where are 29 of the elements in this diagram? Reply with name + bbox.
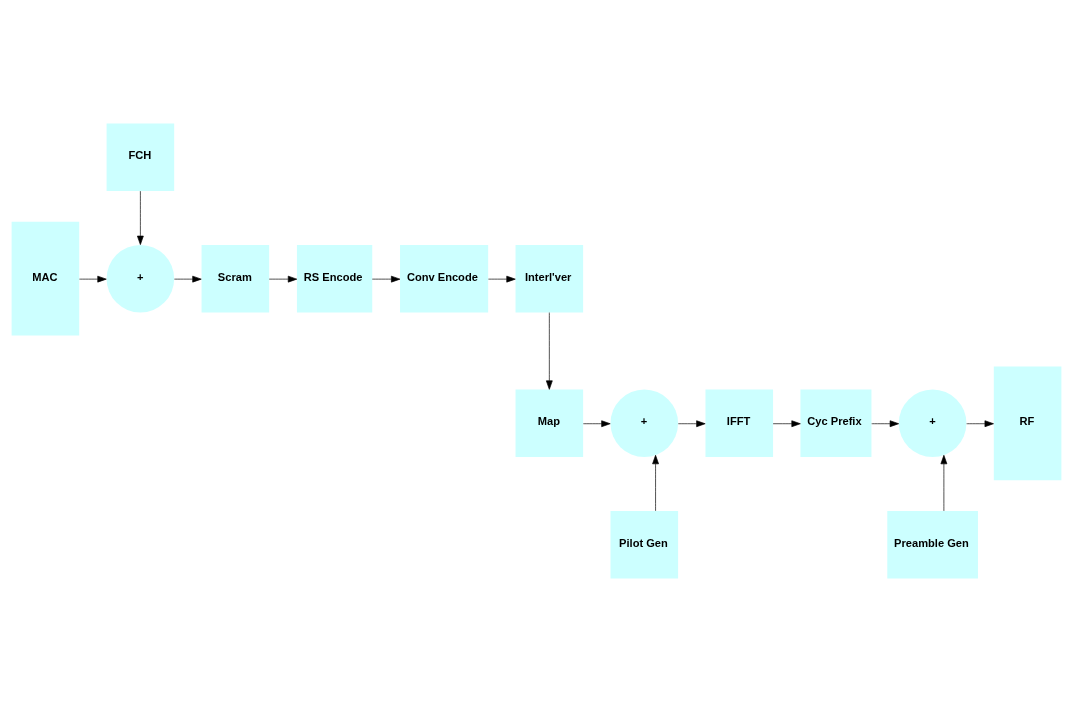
arrow (371, 275, 401, 283)
arrow (268, 275, 298, 283)
arrow (871, 420, 899, 428)
arrow (137, 190, 144, 245)
node-box: IFFT (705, 389, 774, 458)
node-box: Map (515, 389, 584, 458)
node-box: Cyc Prefix (800, 389, 872, 458)
node-circle: + (610, 389, 679, 458)
arrow (174, 275, 202, 283)
node-box: MAC (11, 221, 80, 336)
arrow (772, 420, 801, 428)
node-box: RF (993, 366, 1062, 481)
node-box: Preamble Gen (887, 511, 978, 579)
arrow (583, 420, 611, 428)
node-box: Conv Encode (400, 244, 489, 313)
node-box: RS Encode (296, 244, 373, 313)
node-circle: + (898, 389, 967, 458)
arrow (79, 275, 107, 283)
node-box: FCH (106, 123, 175, 191)
arrow (652, 454, 659, 512)
node-circle: + (106, 244, 175, 313)
node-box: Interl'ver (515, 244, 584, 313)
node-box: Scram (201, 244, 270, 313)
arrow (678, 420, 706, 428)
arrow (488, 275, 516, 283)
node-box: Pilot Gen (610, 511, 679, 579)
arrow (966, 420, 994, 428)
arrow (546, 312, 553, 390)
arrow (940, 454, 948, 512)
